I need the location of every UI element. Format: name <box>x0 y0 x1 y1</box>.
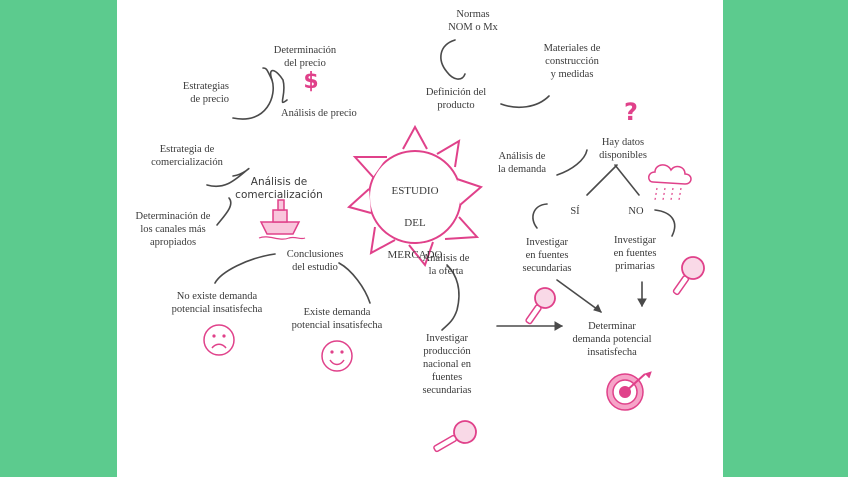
label-determinacion-canales: Determinación de los canales más apropia… <box>135 211 211 248</box>
label-investigar-primarias: Investigar en fuentes primarias <box>613 235 657 272</box>
target-icon <box>606 371 652 411</box>
connector-secundarias-det <box>556 279 602 313</box>
connector-normas <box>440 39 466 80</box>
connector-hay-datos-si <box>586 164 618 196</box>
connector-precio <box>232 69 288 120</box>
connector-si-curl <box>532 203 548 229</box>
connector-determinacion-precio <box>262 67 273 81</box>
svg-text:$: $ <box>303 69 318 94</box>
connector-hay-datos-no <box>614 164 640 196</box>
label-analisis-demanda: Análisis de la demanda <box>497 151 547 175</box>
label-investigar-secundarias: Investigar en fuentes secundarias <box>522 237 572 274</box>
diagram-page: $ ? <box>117 0 723 477</box>
center-line2: DEL <box>404 217 426 229</box>
magnifier-icon <box>525 287 556 325</box>
label-determinar-demanda: Determinar demanda potencial insatisfech… <box>572 321 652 358</box>
label-no-existe-demanda: No existe demanda potencial insatisfecha <box>171 291 263 315</box>
magnifier-icon <box>433 420 477 453</box>
arrowhead-secundarias <box>593 304 602 313</box>
label-existe-demanda: Existe demanda potencial insatisfecha <box>291 307 383 331</box>
connector-no-existe <box>214 253 276 284</box>
happy-face-icon <box>321 340 353 372</box>
connector-demanda <box>556 149 588 176</box>
center-sun-icon <box>346 124 483 268</box>
dollar-icon: $ <box>303 69 318 94</box>
label-definicion-producto: Definición del producto <box>425 87 487 111</box>
label-conclusiones: Conclusiones del estudio <box>286 249 344 273</box>
center-line3: MERCADO <box>387 249 443 261</box>
label-estrategias-precio: Estrategias de precio <box>182 81 229 105</box>
label-determinacion-precio: Determinación del precio <box>273 45 337 69</box>
connector-estrategia <box>206 167 250 188</box>
label-analisis-oferta: Análisis de la oferta <box>422 253 470 277</box>
label-investigar-produccion: Investigar producción nacional en fuente… <box>422 333 472 396</box>
center-line1: ESTUDIO <box>391 185 439 197</box>
sad-face-icon <box>203 324 235 356</box>
center-title: ESTUDIO DEL MERCADO <box>377 167 453 279</box>
label-estrategia-comercializacion: Estrategia de comercialización <box>151 144 223 168</box>
label-analisis-precio: Análisis de precio <box>281 108 357 119</box>
question-icon: ? <box>624 98 638 126</box>
label-normas: Normas NOM o Mx <box>448 9 498 33</box>
label-analisis-comercializacion: Análisis de comercialización <box>235 176 323 201</box>
ship-icon <box>258 199 306 240</box>
label-no: NO <box>628 206 644 217</box>
label-si: SÍ <box>570 206 580 217</box>
magnifier-icon <box>672 256 705 296</box>
connector-existe <box>338 262 371 304</box>
connector-canales <box>216 197 232 226</box>
svg-text:?: ? <box>624 98 638 126</box>
diagram-connectors: $ ? <box>203 39 705 453</box>
connector-no-curl <box>654 209 676 237</box>
cloud-rain-icon <box>648 164 692 201</box>
label-materiales: Materiales de construcción y medidas <box>543 43 601 80</box>
connector-oferta <box>441 264 460 331</box>
arrowhead-produccion <box>554 321 564 331</box>
label-hay-datos: Hay datos disponibles <box>599 137 647 161</box>
connector-materiales <box>500 95 550 109</box>
arrowhead-primarias <box>637 298 647 308</box>
